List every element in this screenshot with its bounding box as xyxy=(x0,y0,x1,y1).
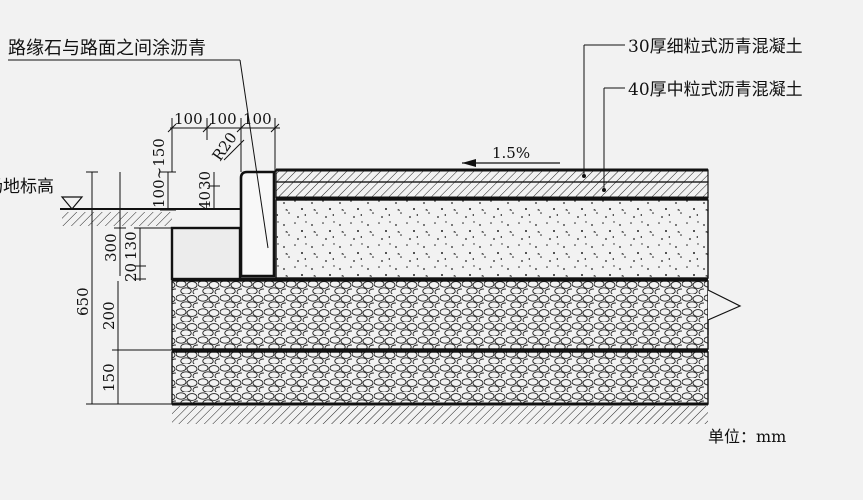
dim-radius: R20 xyxy=(209,129,241,164)
concrete-base-layer xyxy=(275,199,709,279)
medium-asphalt-layer xyxy=(275,181,709,199)
unit-label: 单位：mm xyxy=(708,427,786,446)
slope-indicator: 1.5% xyxy=(462,144,560,167)
dim-130: 130 xyxy=(122,231,140,260)
dim-150: 150 xyxy=(100,363,118,392)
curb-assembly xyxy=(8,59,276,281)
top-dimensions: 100 100 100 R20 xyxy=(167,110,280,172)
curb-note-label: 路缘石与路面之间涂沥青 xyxy=(8,38,206,59)
gravel-layer-200 xyxy=(171,280,709,350)
layer-leaders xyxy=(582,44,625,192)
dim-top-w3: 100 xyxy=(243,110,272,128)
dim-300: 300 xyxy=(102,233,120,262)
gravel-layer-150 xyxy=(171,351,709,405)
dim-650: 650 xyxy=(74,287,92,316)
dim-top-w1: 100 xyxy=(174,110,203,128)
break-symbol xyxy=(707,289,742,335)
dim-30: 30 xyxy=(196,171,214,190)
curb-stone xyxy=(239,170,276,278)
left-dimensions: 100~150 40 30 300 130 20 650 200 150 xyxy=(74,138,220,405)
subgrade-hatch xyxy=(172,406,708,424)
curb-haunch xyxy=(170,226,242,281)
fine-asphalt-label: 30厚细粒式沥青混凝土 xyxy=(628,37,803,57)
slope-label: 1.5% xyxy=(492,144,530,162)
ground-level-label: 场地标高 xyxy=(0,177,54,197)
dim-top-w2: 100 xyxy=(208,110,237,128)
dim-40: 40 xyxy=(196,191,214,210)
ground-hatch xyxy=(62,212,172,226)
dim-curb-exposure: 100~150 xyxy=(150,138,168,208)
pavement-layers xyxy=(171,168,742,424)
dim-20: 20 xyxy=(122,263,140,282)
medium-asphalt-label: 40厚中粒式沥青混凝土 xyxy=(628,80,803,100)
fine-asphalt-layer xyxy=(275,169,709,183)
dim-200: 200 xyxy=(100,301,118,330)
